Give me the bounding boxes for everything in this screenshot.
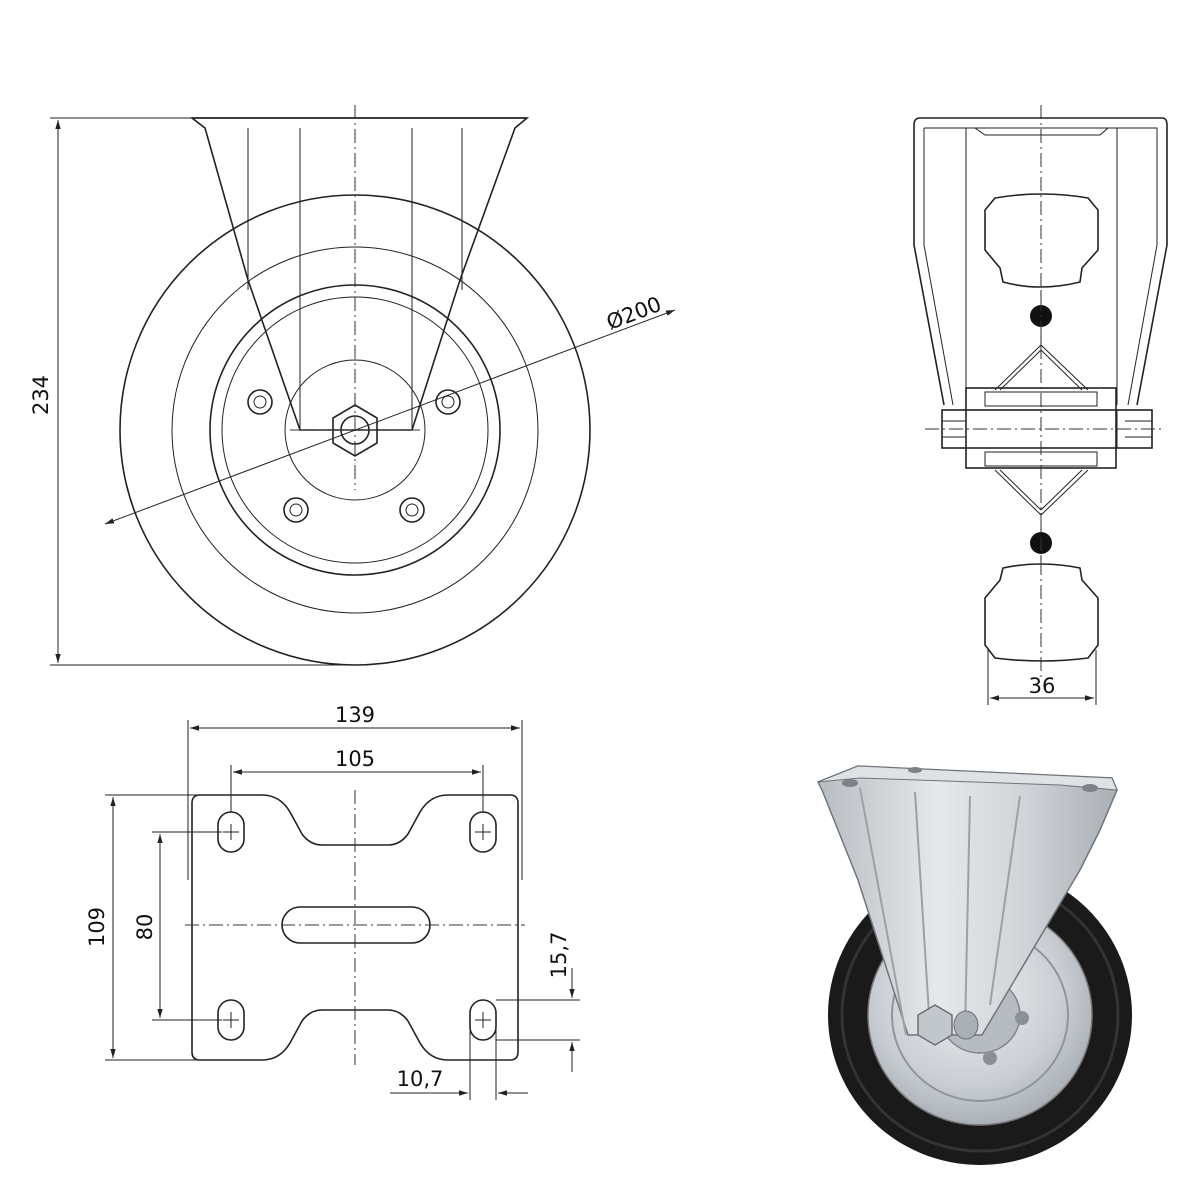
hole-spacing-y-label: 80 [133,914,157,941]
side-bracket [913,117,1168,406]
fork-bracket [189,117,530,431]
front-view: Ø200 234 [29,105,676,666]
product-photo [816,765,1132,1165]
plate-view: 139 105 109 80 15,7 10,7 [85,703,580,1100]
side-view: 36 [913,105,1168,705]
width-label: 36 [1029,674,1056,698]
tyre-section-bottom [984,563,1099,662]
hole-length-label: 15,7 [547,932,571,979]
mounting-plate [191,794,519,1061]
hole-spacing-x-label: 105 [335,747,375,771]
plate-length-label: 109 [85,907,109,947]
diameter-dimension-line [104,309,676,525]
photo-axle-nut [917,1004,953,1046]
height-label: 234 [29,375,53,415]
hole-width-label: 10,7 [397,1067,444,1091]
plate-width-label: 139 [335,703,375,727]
tyre-section-top [984,193,1099,288]
plate-hole-br [469,999,497,1041]
diameter-label: Ø200 [603,292,664,335]
